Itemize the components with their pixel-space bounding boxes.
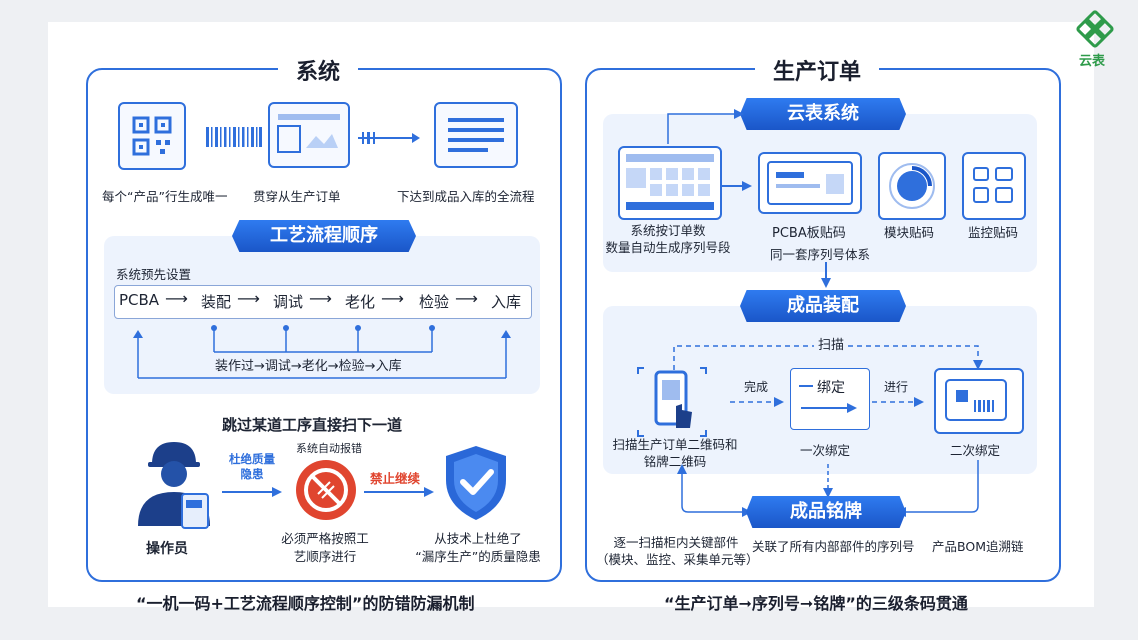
scan-label: 扫描	[814, 334, 849, 353]
process-flow-box: PCBA ⟶ 装配 ⟶ 调试 ⟶ 老化 ⟶ 检验 ⟶ 入库	[114, 285, 532, 319]
operator-icon	[138, 442, 210, 529]
module-icon	[878, 152, 946, 220]
monitor-label: 监控贴码	[968, 225, 1019, 240]
nameplate-banner: 成品铭牌	[746, 496, 906, 528]
skip-heading: 跳过某道工序直接扫下一道	[222, 416, 403, 434]
bottom-right-label: 产品BOM追溯链	[932, 539, 1024, 554]
logo-text: 云表	[1079, 54, 1106, 69]
flow-step-aging: 老化	[345, 293, 376, 311]
phone-scan-icon	[637, 367, 707, 437]
flow-step-debug: 调试	[273, 293, 304, 311]
complete-label: 完成	[744, 380, 769, 394]
must-follow-line1: 必须严格按照工	[281, 531, 369, 546]
auto-error-label: 系统自动报错	[296, 442, 362, 455]
arrow-right-icon	[222, 487, 282, 497]
logo: 云表	[1076, 10, 1116, 69]
barcode-icon	[206, 127, 262, 147]
arrow-right-dashed	[730, 397, 784, 407]
cloud-system-banner: 云表系统	[740, 98, 906, 130]
bind-text: 绑定	[817, 380, 845, 396]
arrow-right-icon	[801, 403, 857, 413]
flow-step-storage: 入库	[491, 293, 522, 311]
order-document-icon	[268, 102, 350, 168]
right-caption: “生产订单➞序列号➞铭牌”的三级条码贯通	[664, 594, 968, 613]
must-follow-line2: 艺顺序进行	[293, 549, 357, 564]
document-list-icon	[434, 102, 518, 168]
qr-code-icon	[118, 102, 186, 170]
forbid-label: 禁止继续	[370, 471, 421, 486]
order-label-line2: 数量自动生成序列号段	[605, 240, 731, 255]
flow-arrow: ⟶	[237, 289, 260, 308]
label-unique-per-product: 每个“产品”行生成唯一	[102, 189, 228, 204]
first-bind-label: 一次绑定	[800, 443, 851, 458]
forbidden-icon	[296, 460, 356, 520]
arrow-down-icon	[821, 262, 831, 288]
assembly-banner: 成品装配	[740, 290, 906, 322]
flow-arrow: ⟶	[455, 289, 478, 308]
flow-arrow: ⟶	[165, 289, 188, 308]
flow-step-inspect: 检验	[419, 293, 450, 311]
label-from-order: 贯穿从生产订单	[253, 189, 341, 204]
flow-arrow: ⟶	[381, 289, 404, 308]
tech-prevent-line1: 从技术上杜绝了	[434, 531, 522, 546]
preset-label: 系统预先设置	[116, 267, 192, 282]
proceed-label: 进行	[884, 380, 909, 394]
loop-connectors	[133, 325, 511, 379]
pcba-board-icon	[758, 152, 862, 214]
process-banner: 工艺流程顺序	[232, 220, 416, 252]
arrow-right-icon	[364, 487, 434, 497]
logo-icon	[1076, 10, 1114, 48]
arrow-right-icon	[358, 132, 420, 144]
scan-order-line1: 扫描生产订单二维码和	[612, 437, 738, 452]
shield-check-icon	[446, 446, 506, 520]
arrow-right-icon	[722, 181, 752, 191]
flow-step-pcba: PCBA	[119, 291, 160, 309]
flow-arrow: ⟶	[309, 289, 332, 308]
bottom-left-line1: 逐一扫描柜内关键部件	[613, 535, 739, 550]
eliminate-label: 杜绝质量隐患	[229, 452, 275, 481]
loop-arrow-up	[667, 109, 744, 144]
bottom-left-line2: （模块、监控、采集单元等）	[596, 552, 759, 567]
order-label-line1: 系统按订单数	[630, 223, 706, 238]
pcba-label: PCBA板贴码	[772, 226, 846, 241]
bind-dash	[799, 385, 813, 387]
left-panel-title: 系统	[278, 54, 359, 86]
left-caption: “一机一码+工艺流程顺序控制”的防错防漏机制	[136, 594, 475, 613]
loop-text: 装作过→调试→老化→检验→入库	[212, 355, 405, 374]
device-screen-icon	[934, 368, 1024, 434]
bind-box: 绑定	[790, 368, 870, 430]
scan-order-line2: 铭牌二维码	[643, 454, 707, 469]
arrow-right-dashed	[872, 397, 924, 407]
label-full-process: 下达到成品入库的全流程	[397, 189, 535, 204]
right-panel-title: 生产订单	[755, 54, 880, 86]
same-system-label: 同一套序列号体系	[770, 247, 871, 262]
tech-prevent-line2: “漏序生产”的质量隐患	[415, 549, 541, 564]
order-screen-icon	[618, 146, 722, 220]
flow-step-assembly: 装配	[201, 293, 232, 311]
second-bind-label: 二次绑定	[950, 443, 1001, 458]
monitor-icon	[962, 152, 1026, 220]
module-label: 模块贴码	[884, 225, 935, 240]
operator-label: 操作员	[146, 541, 188, 557]
bottom-mid-label: 关联了所有内部部件的序列号	[752, 539, 915, 554]
